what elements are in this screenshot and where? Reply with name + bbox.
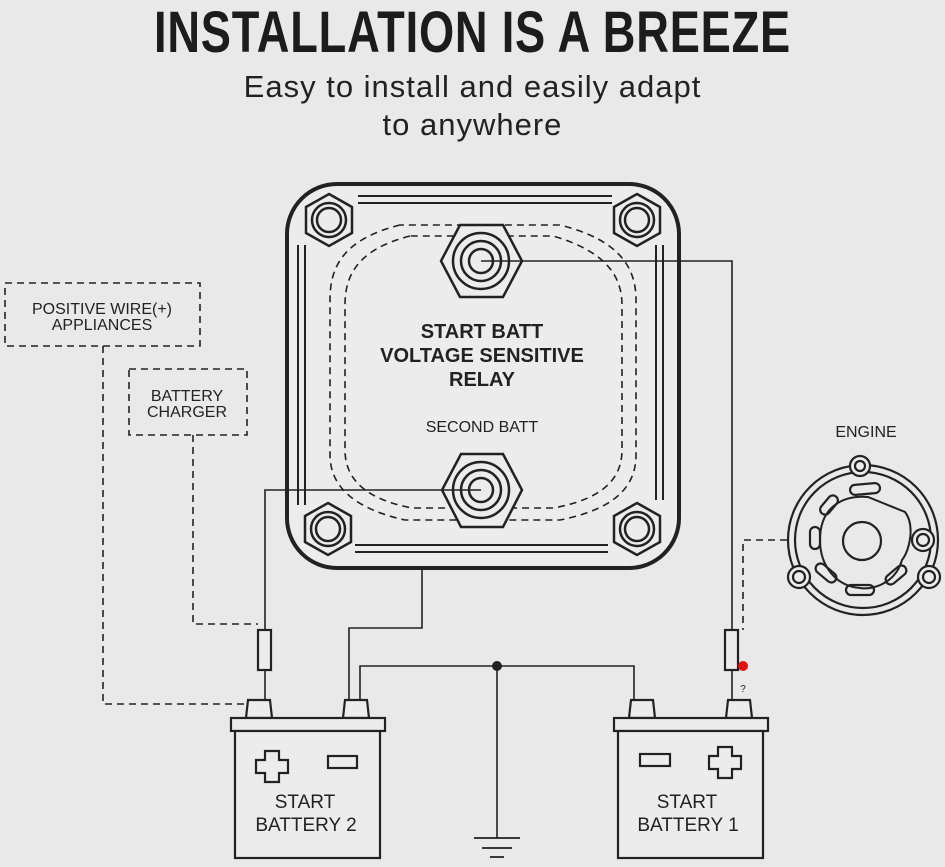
wire-start-to-battery1 xyxy=(481,260,733,700)
subtitle-line-1: Easy to install and easily adapt xyxy=(243,69,702,104)
charger-label: CHARGER xyxy=(147,404,227,421)
wire-relay-ground xyxy=(348,568,423,700)
page-subtitle: Easy to install and easily adapt to anyw… xyxy=(0,68,945,144)
engine-starter xyxy=(786,454,942,617)
engine-label: ENGINE xyxy=(835,424,896,441)
fuse-battery1 xyxy=(723,628,740,672)
dashed-charger-line xyxy=(192,435,258,625)
ground-symbol xyxy=(474,837,520,858)
charger-box xyxy=(128,368,248,436)
battery1-label-line-2: BATTERY 1 xyxy=(637,815,738,836)
relay-label-line-1: START BATT xyxy=(421,321,544,343)
battery1-label-line-1: START xyxy=(657,792,718,813)
corner-bolt-top-left xyxy=(304,192,354,248)
appliances-box xyxy=(4,282,201,347)
appliances-label: APPLIANCES xyxy=(52,317,152,334)
fuse-note: ? xyxy=(740,684,746,695)
fuse-battery2 xyxy=(256,628,273,672)
wire-negative-bus xyxy=(359,665,635,838)
junction-dot xyxy=(492,661,502,671)
plus-icon xyxy=(254,749,290,784)
corner-bolt-bottom-left xyxy=(303,501,353,557)
red-marker-dot xyxy=(738,661,748,671)
wire-second-to-battery2 xyxy=(264,489,481,700)
plus-icon xyxy=(707,745,743,780)
battery-2 xyxy=(229,698,387,860)
battery-label: BATTERY xyxy=(151,388,224,405)
corner-bolt-top-right xyxy=(612,192,662,248)
page-title: INSTALLATION IS A BREEZE xyxy=(153,0,791,65)
relay-label-line-3: RELAY xyxy=(449,369,516,391)
subtitle-line-2: to anywhere xyxy=(382,107,563,142)
corner-bolt-bottom-right xyxy=(612,501,662,557)
battery-1 xyxy=(612,698,770,860)
relay-label-line-2: VOLTAGE SENSITIVE xyxy=(380,345,584,367)
positive-wire-label: POSITIVE WIRE(+) xyxy=(32,301,172,318)
dashed-appliances-line xyxy=(102,346,254,705)
battery2-label-line-2: BATTERY 2 xyxy=(255,815,356,836)
battery2-label-line-1: START xyxy=(275,792,336,813)
dashed-engine-line xyxy=(742,539,787,630)
minus-icon xyxy=(326,754,359,770)
relay-unit xyxy=(285,182,681,570)
minus-icon xyxy=(638,752,672,768)
second-batt-label: SECOND BATT xyxy=(426,419,539,436)
